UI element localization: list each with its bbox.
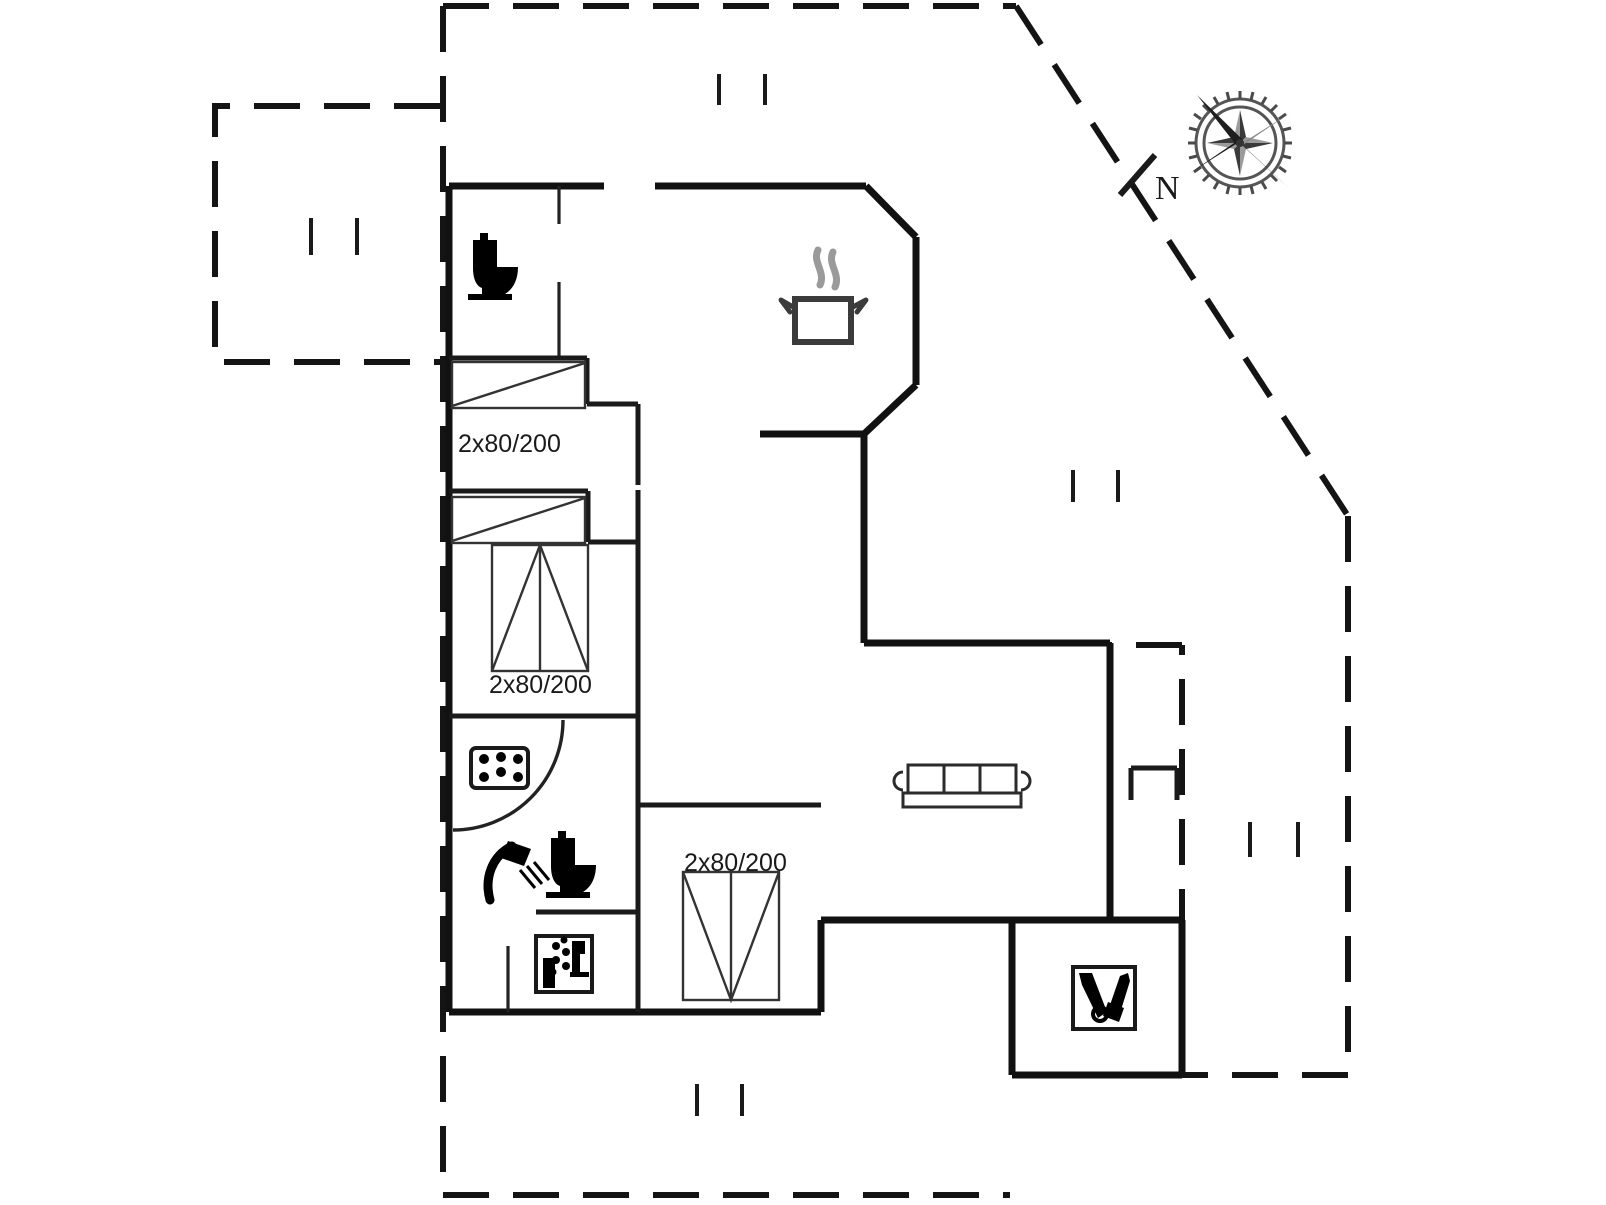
shower-icon	[483, 841, 551, 905]
toilet-icon-upper	[468, 233, 518, 300]
compass-north-label: N	[1155, 170, 1180, 207]
door-swing-bathroom	[452, 719, 565, 832]
bunk-bed-lower	[681, 870, 781, 1004]
garden-tools-icon	[1071, 965, 1137, 1031]
compass-rose	[1117, 91, 1292, 197]
cooking-pot-icon	[778, 246, 869, 345]
bunk-bed-middle	[490, 541, 590, 673]
cooktop-icon	[469, 746, 530, 790]
bed-middle-single	[450, 495, 587, 545]
washing-machine-icon	[534, 934, 594, 994]
bed-label-lower: 2x80/200	[684, 849, 787, 877]
building-outline	[445, 182, 1186, 1079]
window-ticks	[309, 74, 1300, 1116]
interior-walls	[449, 186, 1180, 1012]
sofa-icon	[892, 763, 1032, 809]
terrace-left-boundary	[212, 103, 440, 365]
bed-label-middle: 2x80/200	[489, 671, 592, 699]
toilet-icon-lower	[546, 831, 596, 898]
bed-upper	[450, 360, 587, 410]
bed-label-upper: 2x80/200	[458, 430, 561, 458]
